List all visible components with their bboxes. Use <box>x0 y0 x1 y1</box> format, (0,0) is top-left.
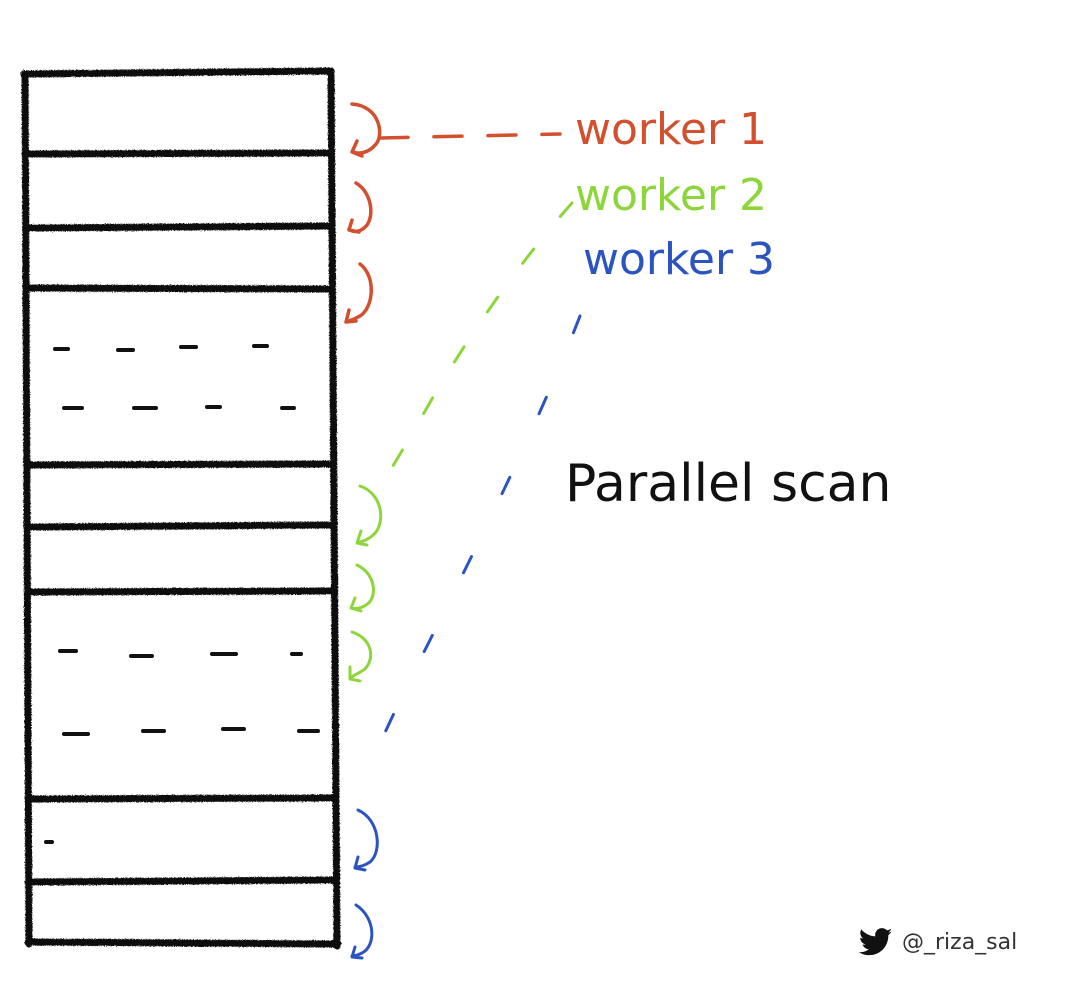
worker-1-arrow-row-3 <box>344 262 373 324</box>
worker-3-marks <box>350 314 582 960</box>
worker-2-arrow-row-6 <box>348 630 372 683</box>
elided-rows-upper <box>53 344 296 410</box>
worker-3-arrow-row-7 <box>353 808 379 872</box>
worker-1-marks <box>344 102 562 324</box>
worker-3-arrow-row-8 <box>350 903 374 960</box>
row-divider <box>24 794 339 803</box>
worker-1-arrow-row-1 <box>350 102 382 158</box>
row-divider <box>22 222 336 232</box>
twitter-credit: @_riza_sal <box>858 928 1017 956</box>
twitter-bird-icon <box>858 928 893 956</box>
worker-2-arrow-row-4 <box>355 484 383 547</box>
elided-rows <box>44 344 320 844</box>
worker-1-label: worker 1 <box>575 104 768 155</box>
diagram-title: Parallel scan <box>565 454 892 514</box>
worker-2-arrow-row-5 <box>349 563 375 613</box>
worker-2-label: worker 2 <box>575 170 768 221</box>
row-divider <box>23 521 338 531</box>
row-divider <box>23 460 337 469</box>
twitter-handle: @_riza_sal <box>902 929 1018 955</box>
row-divider <box>21 149 335 158</box>
worker-3-leader-line <box>360 314 582 792</box>
row-divider <box>24 587 338 596</box>
worker-1-leader-line <box>378 132 562 140</box>
table-top-edge <box>20 67 335 78</box>
table-bottom-edge <box>24 938 342 948</box>
row-divider <box>24 876 340 886</box>
worker-3-label: worker 3 <box>583 234 776 285</box>
table-outline <box>20 67 342 950</box>
row-divider <box>22 284 336 293</box>
worker-2-leader-line <box>384 201 574 480</box>
table-right-edge <box>327 68 341 950</box>
worker-1-arrow-row-2 <box>347 181 373 234</box>
elided-rows-lower <box>44 649 320 844</box>
worker-2-marks <box>348 201 574 683</box>
table-left-edge <box>21 70 33 948</box>
row-dividers <box>21 149 340 886</box>
